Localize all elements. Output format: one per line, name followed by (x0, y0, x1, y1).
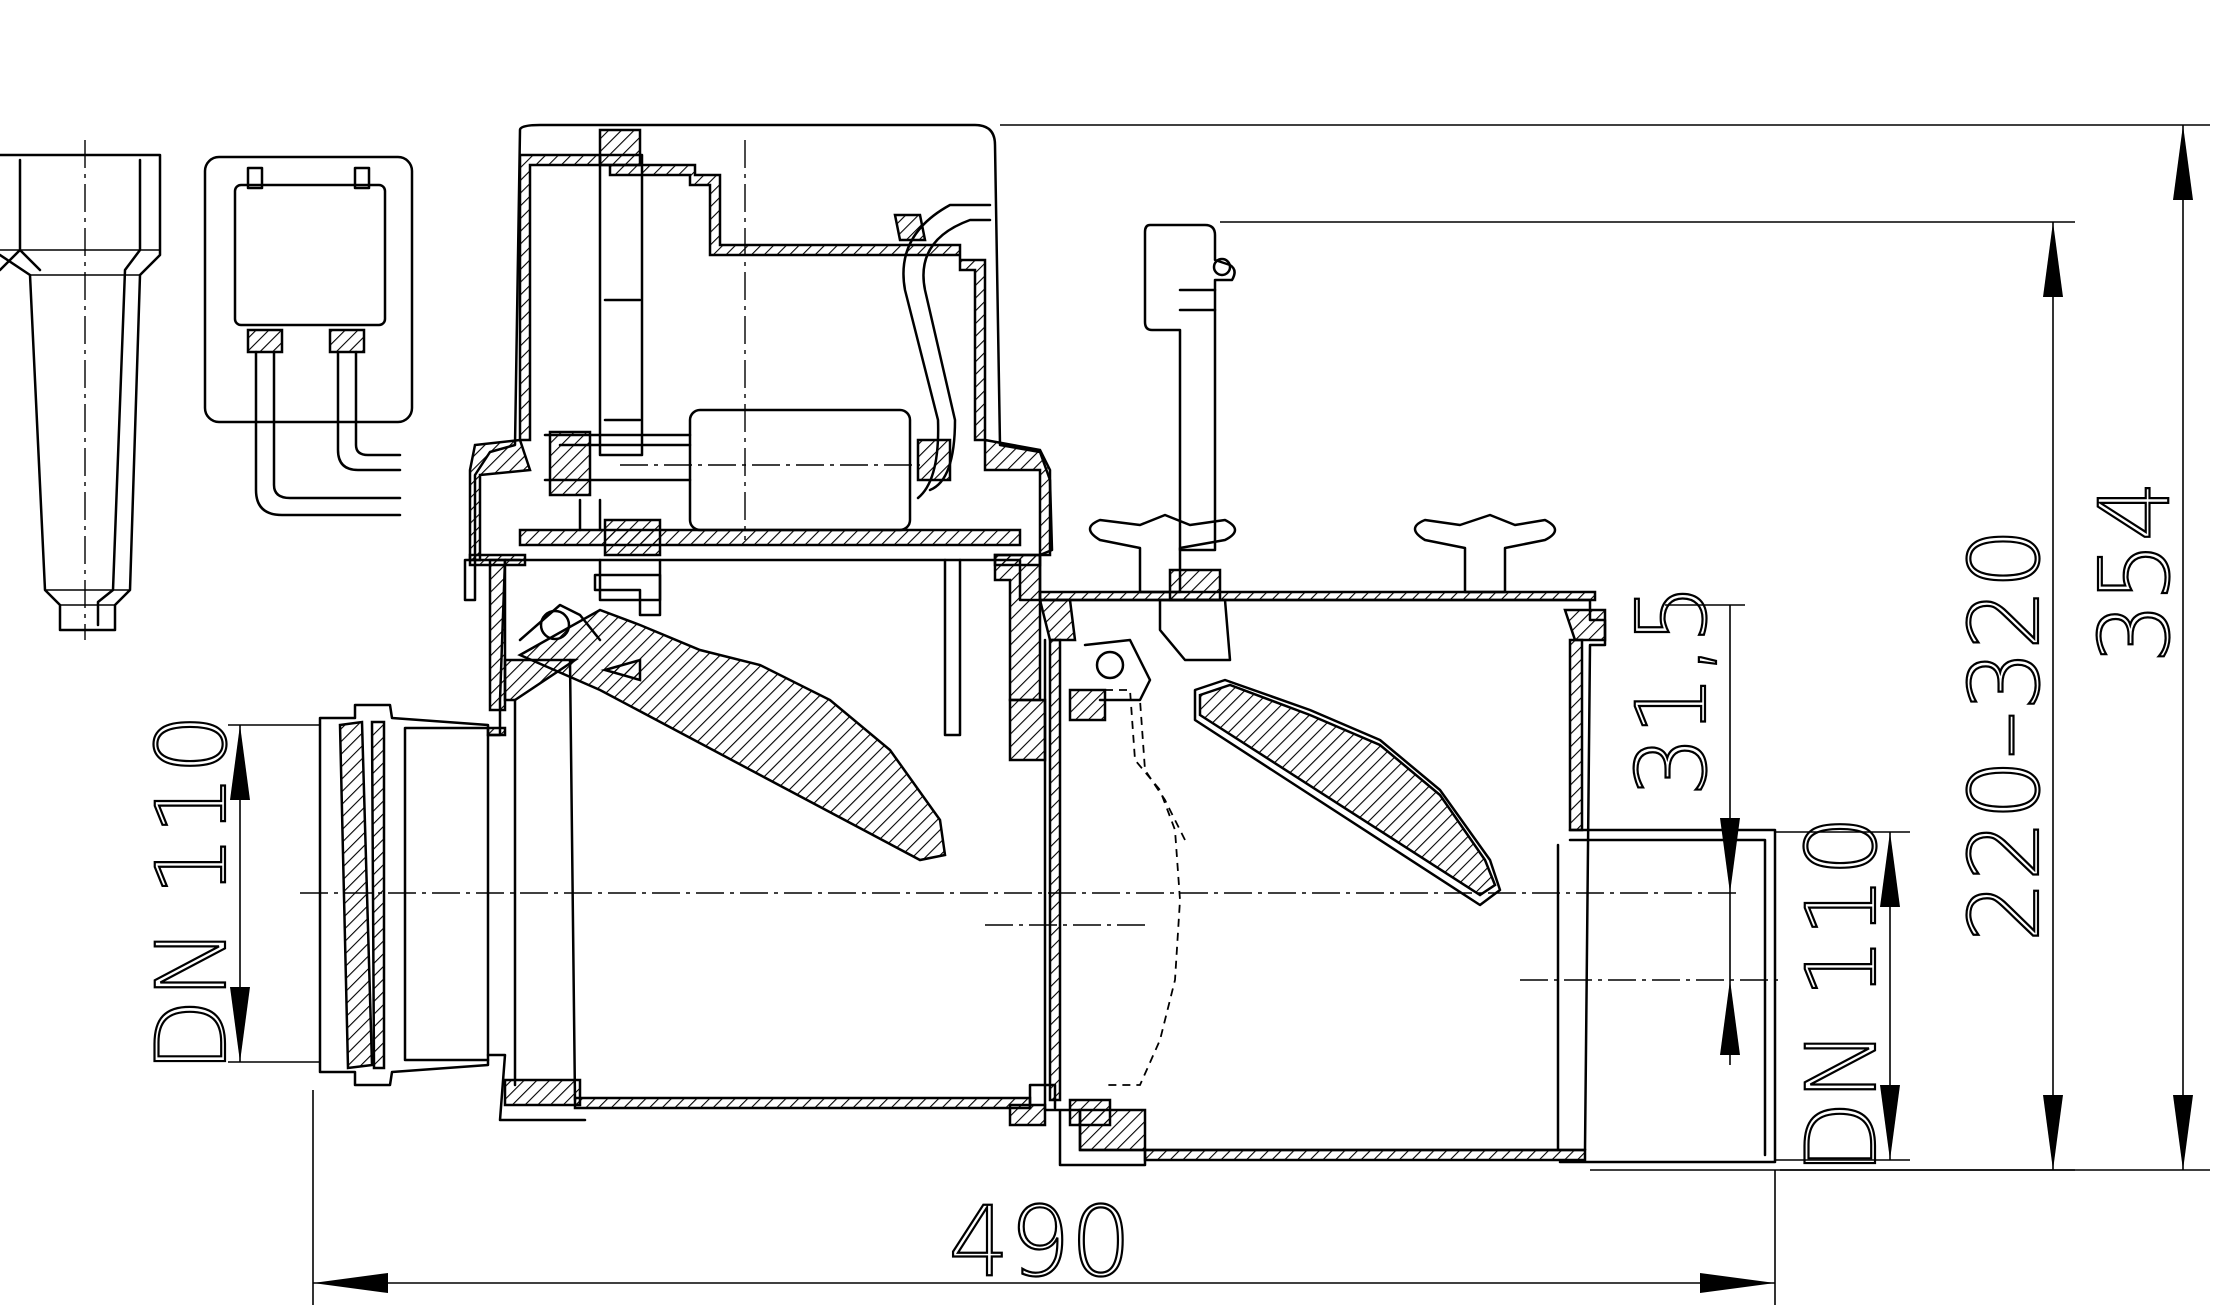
dimension-label-490: 490 (948, 1186, 1131, 1298)
dimension-label-354: 354 (2079, 480, 2191, 663)
motor-housing (463, 123, 1054, 737)
centre-lines (300, 140, 1780, 981)
arrow-31-5-bottom (1720, 980, 1740, 1055)
arrow-220-320-bottom (2043, 1095, 2063, 1170)
dimension-lines (228, 124, 2210, 1305)
arrow-dn110-left-bottom (230, 987, 250, 1062)
arrow-dn110-right-bottom (1880, 1085, 1900, 1160)
arrow-220-320-top (2043, 222, 2063, 297)
funnel-probe-detail (0, 140, 162, 640)
arrow-490-left (313, 1273, 388, 1293)
valve-body-left (318, 558, 1057, 1122)
arrow-354-top (2173, 125, 2193, 200)
valve-body-right (1008, 223, 1777, 1167)
arrow-354-bottom (2173, 1095, 2193, 1170)
arrow-31-5-top (1720, 818, 1740, 893)
arrow-490-right (1700, 1273, 1775, 1293)
dimension-label-31-5: 31,5 (1616, 583, 1728, 797)
junction-box-detail (203, 155, 414, 517)
arrow-dn110-right-top (1880, 832, 1900, 907)
dimension-label-220-320: 220–320 (1949, 528, 2061, 942)
arrow-dn110-left-top (230, 725, 250, 800)
dimension-label-dn110-right: DN 110 (1786, 815, 1898, 1174)
dimension-label-dn110-left: DN 110 (136, 713, 248, 1072)
